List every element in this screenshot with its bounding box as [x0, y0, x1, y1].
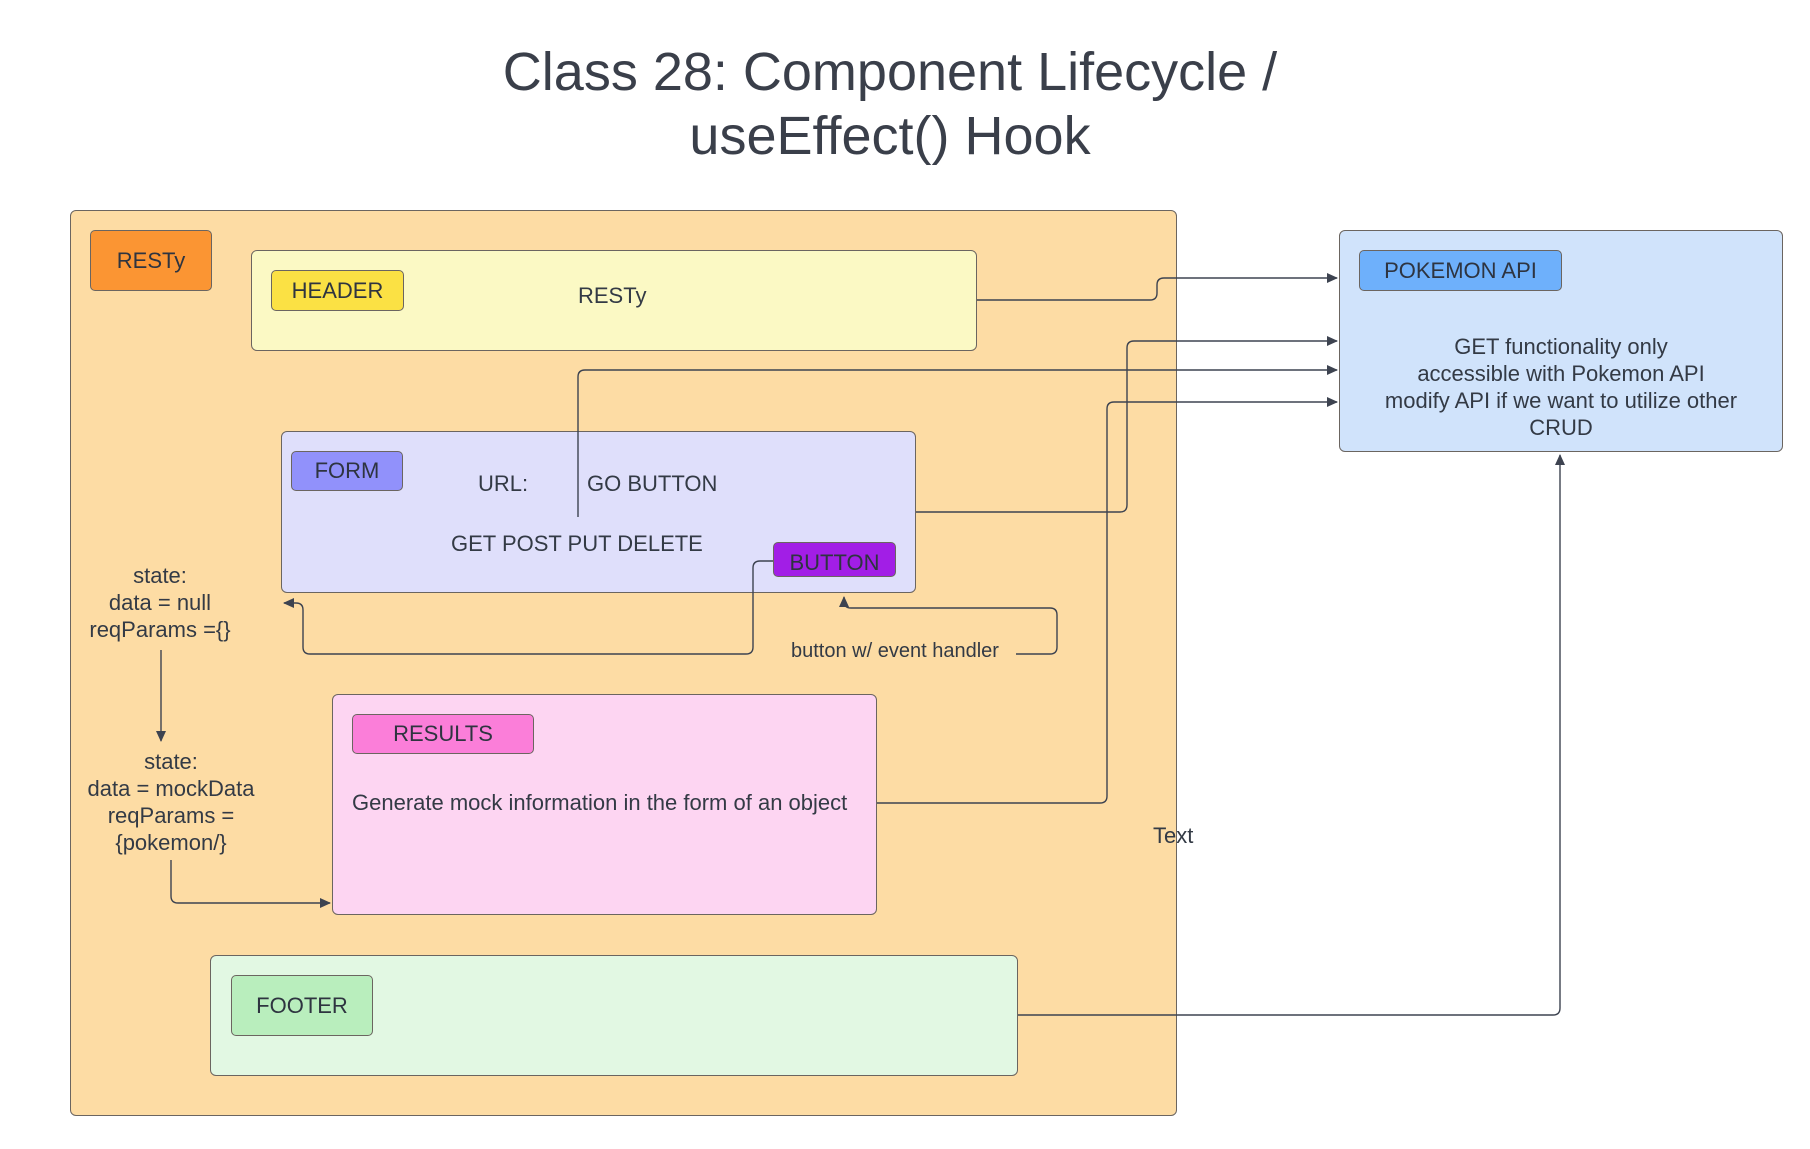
- state-after-line-1: state:: [144, 749, 198, 774]
- connector-footer-to-api: [1018, 454, 1565, 1016]
- state-after-line-3: reqParams =: [107, 803, 235, 828]
- api-desc-line-1: GET functionality only: [1454, 334, 1668, 359]
- api-desc-line-4: CRUD: [1529, 415, 1593, 440]
- state-initial: state: data = null reqParams ={}: [80, 562, 240, 643]
- results-text: Generate mock information in the form of…: [352, 790, 848, 815]
- connector-go-button-to-api: [577, 365, 1338, 517]
- state-after: state: data = mockData reqParams = {poke…: [78, 748, 264, 856]
- diagram-title: Class 28: Component Lifecycle / useEffec…: [0, 40, 1780, 168]
- header-tag: HEADER: [271, 270, 404, 311]
- go-button-label: GO BUTTON: [587, 471, 718, 496]
- connector-form-to-api: [916, 336, 1338, 513]
- pokemon-api-tag: POKEMON API: [1359, 250, 1562, 291]
- url-label: URL:: [478, 471, 529, 496]
- state-after-line-2: data = mockData: [87, 776, 255, 801]
- connector-header-to-api: [977, 273, 1338, 301]
- state-after-line-4: {pokemon/}: [115, 830, 227, 855]
- event-handler-label: button w/ event handler: [791, 640, 999, 662]
- footer-tag: FOOTER: [231, 975, 373, 1036]
- title-line-2: useEffect() Hook: [689, 106, 1091, 166]
- state-initial-line-3: reqParams ={}: [89, 617, 231, 642]
- form-tag: FORM: [291, 451, 403, 491]
- pokemon-api-description: GET functionality only accessible with P…: [1359, 333, 1763, 441]
- button-tag: BUTTON: [773, 542, 896, 577]
- api-desc-line-2: accessible with Pokemon API: [1417, 361, 1705, 386]
- resty-tag: RESTy: [90, 230, 212, 291]
- api-desc-line-3: modify API if we want to utilize other: [1384, 388, 1738, 413]
- connector-event-handler-to-button: [839, 596, 1058, 655]
- connector-button-to-form: [283, 560, 773, 655]
- stray-text-label: Text: [1153, 823, 1194, 848]
- state-initial-line-2: data = null: [108, 590, 212, 615]
- connector-results-to-api: [877, 397, 1338, 804]
- title-line-1: Class 28: Component Lifecycle /: [502, 42, 1278, 102]
- results-tag: RESULTS: [352, 714, 534, 754]
- http-methods-label: GET POST PUT DELETE: [451, 531, 703, 556]
- header-text: RESTy: [578, 283, 647, 308]
- state-initial-line-1: state:: [133, 563, 187, 588]
- connector-state-to-results: [170, 860, 331, 908]
